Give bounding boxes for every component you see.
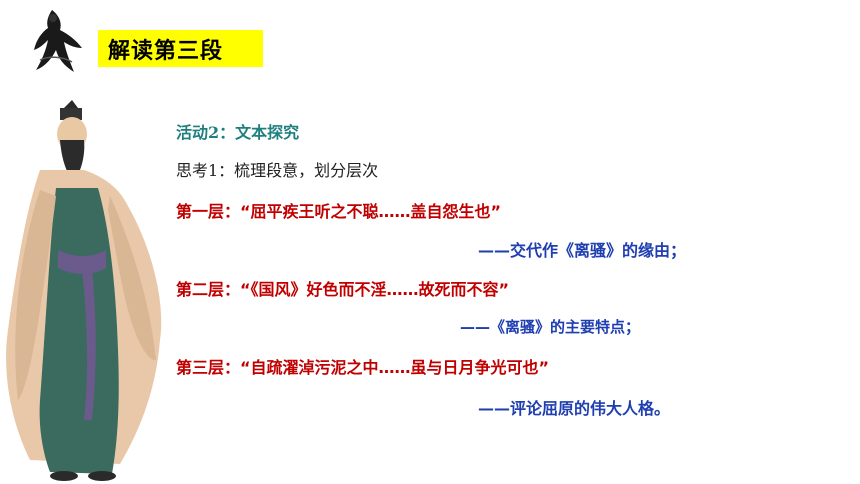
ink-figure-icon [34,10,82,72]
layer-1-text: 第一层：“屈平疾王听之不聪……盖自怨生也” [176,202,502,221]
activity-heading: 活动2：文本探究 [176,123,300,142]
scholar-figure-image [6,100,162,481]
section-title-box: 解读第三段 [98,30,263,67]
layer-3-text: 第三层：“自疏濯淖污泥之中……虽与日月争光可也” [176,358,550,377]
layer-2-note: ——《离骚》的主要特点； [460,318,641,336]
layer-2-text: 第二层：“《国风》好色而不淫……故死而不容” [176,280,510,299]
section-title: 解读第三段 [108,38,224,64]
layer-3-note: ——评论屈原的伟大人格。 [478,399,671,418]
think-question: 思考1：梳理段意，划分层次 [176,161,379,180]
layer-1-note: ——交代作《离骚》的缘由； [478,241,687,260]
